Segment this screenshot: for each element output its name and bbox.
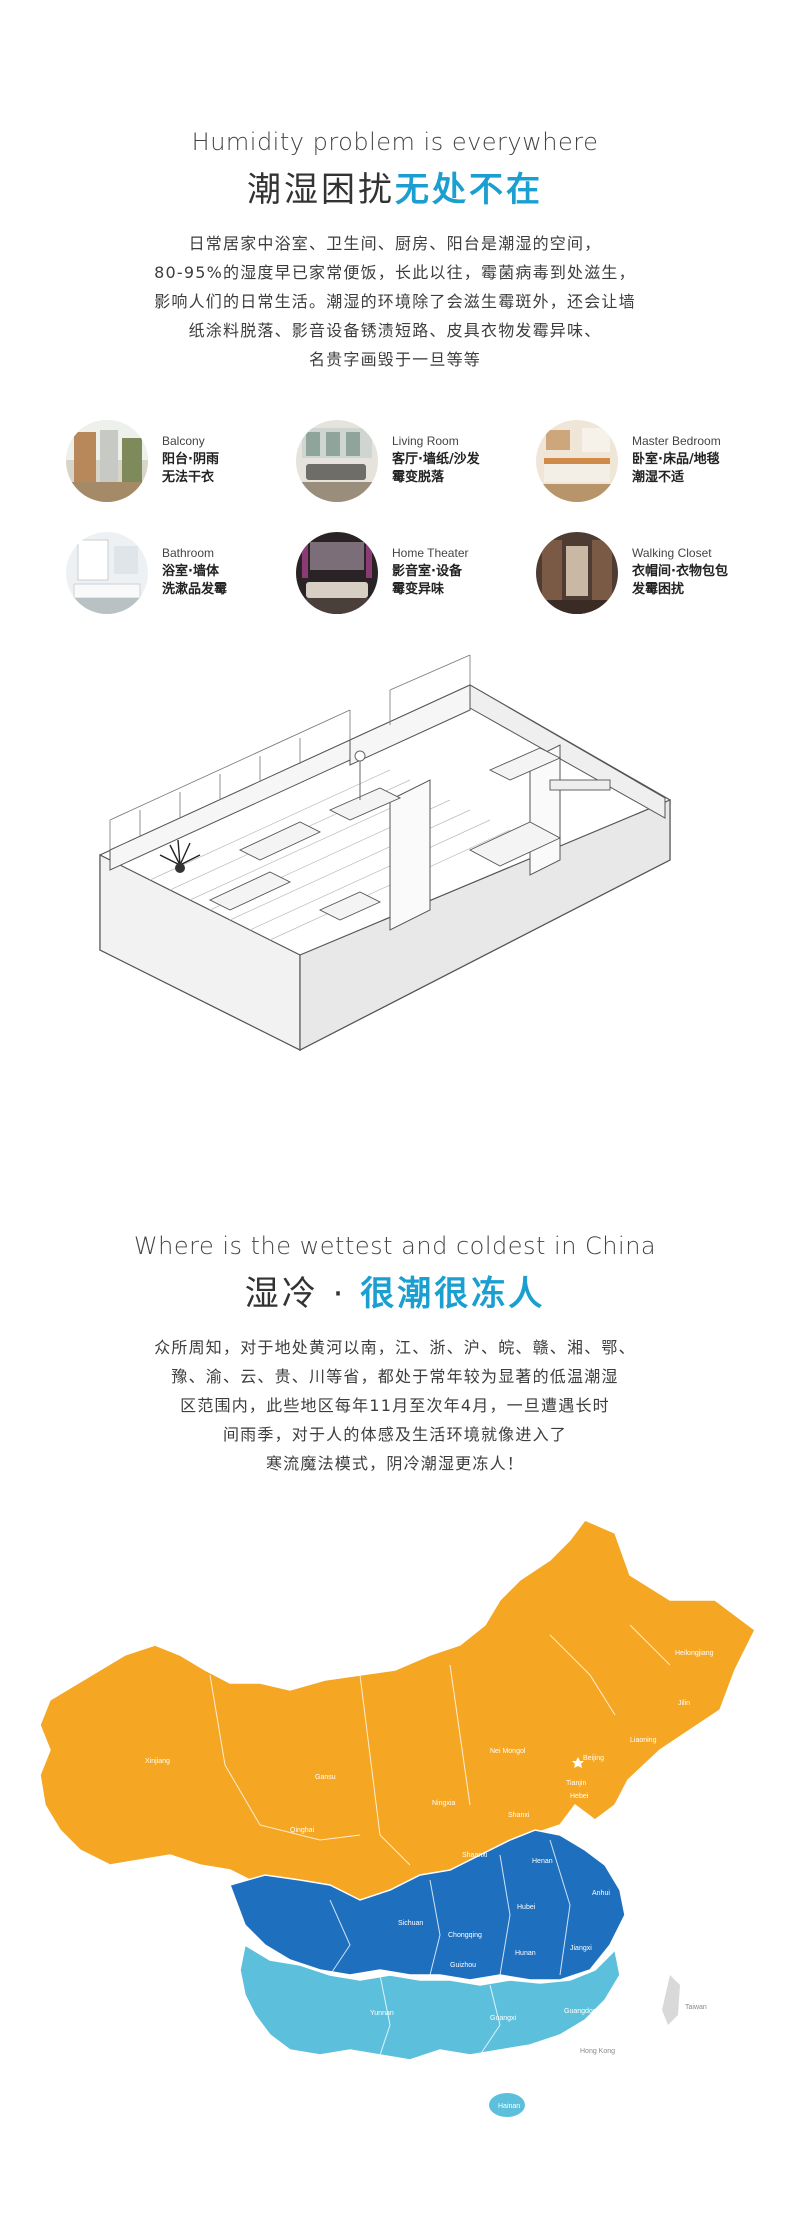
humidity-paragraph: 日常居家中浴室、卫生间、厨房、阳台是潮湿的空间， 80-95%的湿度早已家常便饭… xyxy=(0,229,790,374)
label-guizhou: Guizhou xyxy=(450,1962,476,1969)
label-heilongjiang: Heilongjiang xyxy=(675,1650,714,1657)
living-room-photo xyxy=(296,420,378,502)
label-jiangsu: Jiangsu xyxy=(610,1858,634,1865)
room-en-label: Walking Closet xyxy=(632,546,712,560)
label-tianjin: Tianjin xyxy=(566,1780,586,1787)
theater-photo xyxy=(296,532,378,614)
para-line: 豫、渝、云、贵、川等省，都处于常年较为显著的低温潮湿 xyxy=(171,1367,619,1386)
title-accent: 很潮很冻人 xyxy=(360,1274,546,1314)
room-cn-sub: 无法干衣 xyxy=(162,470,215,485)
para-line: 名贵字画毁于一旦等等 xyxy=(308,350,481,369)
room-walking-closet: Walking Closet 衣帽间·衣物包包 发霉困扰 xyxy=(536,532,766,616)
map-region-taiwan xyxy=(662,1975,680,2025)
room-en-label: Balcony xyxy=(162,434,205,448)
section-wet-cold: Where is the wettest and coldest in Chin… xyxy=(0,1232,790,1478)
label-shaanxi: Shaanxi xyxy=(462,1852,488,1859)
label-gansu: Gansu xyxy=(315,1774,336,1781)
label-hebei: Hebei xyxy=(570,1793,589,1800)
title-plain: 潮湿困扰 xyxy=(247,170,395,210)
room-cn-label: 客厅·墙纸/沙发 xyxy=(392,452,480,467)
room-cn-sub: 霉变脱落 xyxy=(392,470,445,485)
label-taiwan: Taiwan xyxy=(685,2004,707,2011)
label-fujian: Fujian xyxy=(620,1962,639,1969)
label-guangdong: Guangdong xyxy=(564,2008,601,2015)
section2-title-en: Where is the wettest and coldest in Chin… xyxy=(133,1232,657,1260)
bedroom-photo xyxy=(536,420,618,502)
label-zhejiang: Zhejiang xyxy=(630,1918,657,1925)
para-line: 区范围内，此些地区每年11月至次年4月，一旦遭遇长时 xyxy=(180,1396,610,1415)
room-cn-sub: 霉变异味 xyxy=(392,582,445,597)
map-region-hainan xyxy=(489,2093,525,2117)
room-cn-label: 卧室·床品/地毯 xyxy=(632,452,720,467)
label-sichuan: Sichuan xyxy=(398,1920,423,1927)
capital-star-icon xyxy=(572,1757,584,1768)
room-cn-label: 衣帽间·衣物包包 xyxy=(632,564,728,579)
para-line: 众所周知，对于地处黄河以南，江、浙、沪、皖、赣、湘、鄂、 xyxy=(154,1338,636,1357)
title-plain: 湿冷 · xyxy=(244,1274,361,1314)
label-hongkong: Hong Kong xyxy=(580,2048,615,2055)
label-shanxi: Shanxi xyxy=(508,1812,530,1819)
label-beijing: Beijing xyxy=(583,1755,604,1762)
label-qinghai: Qinghai xyxy=(290,1827,315,1834)
para-line: 间雨季，对于人的体感及生活环境就像进入了 xyxy=(222,1425,567,1444)
room-cn-label: 影音室·设备 xyxy=(392,564,462,579)
para-line: 纸涂料脱落、影音设备锈渍短路、皮具衣物发霉异味、 xyxy=(188,321,602,340)
room-en-label: Master Bedroom xyxy=(632,434,721,448)
para-line: 影响人们的日常生活。潮湿的环境除了会滋生霉斑外，还会让墙 xyxy=(154,292,636,311)
para-line: 寒流魔法模式，阴冷潮湿更冻人！ xyxy=(265,1454,524,1473)
label-neimongol: Nei Mongol xyxy=(490,1748,526,1755)
bathroom-photo xyxy=(66,532,148,614)
label-hunan: Hunan xyxy=(515,1950,536,1957)
title-accent: 无处不在 xyxy=(395,170,543,210)
label-xizang: Xizang xyxy=(165,1885,187,1892)
label-shanghai: Shanghai xyxy=(632,1882,662,1889)
para-line: 80-95%的湿度早已家常便饭，长此以往，霉菌病毒到处滋生， xyxy=(154,263,636,282)
balcony-photo xyxy=(66,420,148,502)
map-region-wet xyxy=(229,1829,626,1981)
section-humidity: Humidity problem is everywhere 潮湿困扰无处不在 … xyxy=(0,128,790,374)
label-xinjiang: Xinjiang xyxy=(145,1758,170,1765)
label-liaoning: Liaoning xyxy=(630,1737,657,1744)
label-anhui: Anhui xyxy=(592,1890,610,1897)
label-henan: Henan xyxy=(532,1858,553,1865)
room-cn-label: 阳台·阴雨 xyxy=(162,452,219,467)
label-tibet: (Tibet) xyxy=(165,1894,185,1901)
wet-cold-paragraph: 众所周知，对于地处黄河以南，江、浙、沪、皖、赣、湘、鄂、 豫、渝、云、贵、川等省… xyxy=(0,1333,790,1478)
section-title-cn: 潮湿困扰无处不在 xyxy=(0,162,790,211)
map-region-north xyxy=(39,1519,756,1901)
closet-photo xyxy=(536,532,618,614)
china-map: Heilongjiang Jilin Liaoning Beijing Tian… xyxy=(30,1505,770,2155)
room-cn-sub: 发霉困扰 xyxy=(632,582,685,597)
section2-title-cn: 湿冷 · 很潮很冻人 xyxy=(0,1266,790,1315)
label-ningxia: Ningxia xyxy=(432,1800,455,1807)
label-shandong: Shandong xyxy=(572,1818,604,1825)
label-jilin: Jilin xyxy=(678,1700,690,1707)
label-jiangxi: Jiangxi xyxy=(570,1945,592,1952)
room-en-label: Bathroom xyxy=(162,546,215,560)
label-chongqing: Chongqing xyxy=(448,1932,482,1939)
map-region-south xyxy=(239,1943,621,2061)
room-cn-label: 浴室·墙体 xyxy=(162,564,219,579)
room-cn-sub: 洗漱品发霉 xyxy=(162,582,228,597)
room-balcony: Balcony 阳台·阴雨 无法干衣 xyxy=(66,420,296,504)
room-living: Living Room 客厅·墙纸/沙发 霉变脱落 xyxy=(296,420,526,504)
room-en-label: Home Theater xyxy=(392,546,469,560)
label-guangxi: Guangxi xyxy=(490,2015,517,2022)
room-home-theater: Home Theater 影音室·设备 霉变异味 xyxy=(296,532,526,616)
section-title-en: Humidity problem is everywhere xyxy=(191,128,599,156)
room-cn-sub: 潮湿不适 xyxy=(632,470,685,485)
label-hainan: Hainan xyxy=(498,2103,520,2110)
para-line: 日常居家中浴室、卫生间、厨房、阳台是潮湿的空间， xyxy=(188,234,602,253)
room-en-label: Living Room xyxy=(392,434,459,448)
room-bathroom: Bathroom 浴室·墙体 洗漱品发霉 xyxy=(66,532,296,616)
label-hubei: Hubei xyxy=(517,1904,536,1911)
room-master-bedroom: Master Bedroom 卧室·床品/地毯 潮湿不适 xyxy=(536,420,766,504)
label-yunnan: Yunnan xyxy=(370,2010,394,2017)
floorplan-illustration xyxy=(90,650,690,1090)
rooms-grid: Balcony 阳台·阴雨 无法干衣 Living Room 客厅·墙纸/沙发 … xyxy=(0,420,790,650)
